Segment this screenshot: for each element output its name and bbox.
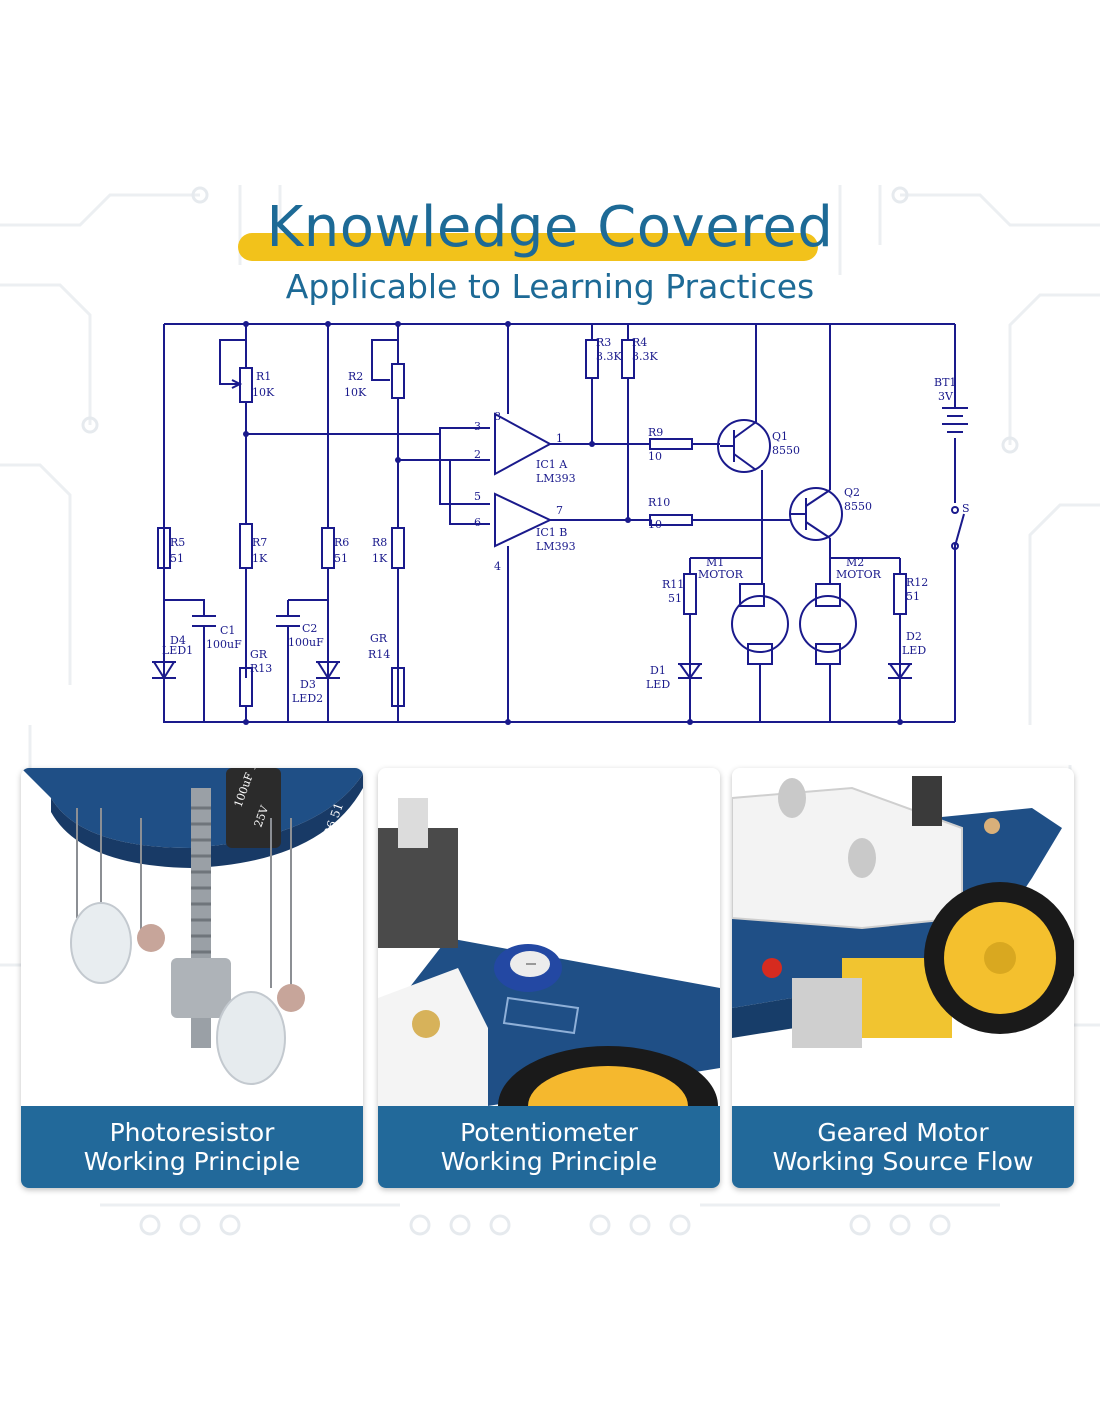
- page-subtitle: Applicable to Learning Practices: [285, 267, 815, 306]
- label-q2-value: 8550: [844, 500, 872, 513]
- label-d1-value: LED: [646, 678, 670, 691]
- label-m1-value: MOTOR: [698, 568, 744, 581]
- label-m1: M1: [706, 556, 724, 569]
- caption-potentiometer: Potentiometer Working Principle: [378, 1106, 720, 1188]
- caption-photoresistor: Photoresistor Working Principle: [21, 1106, 363, 1188]
- board-label-c2: C2: [301, 838, 320, 859]
- label-gr14: GR: [370, 632, 388, 645]
- label-r1-value: 10K: [252, 386, 275, 399]
- label-q1-value: 8550: [772, 444, 800, 457]
- label-c2-value: 100uF: [288, 636, 324, 649]
- label-ic1b-part: LM393: [536, 540, 576, 553]
- label-pin3: 3: [474, 420, 481, 433]
- caption-line1: Geared Motor: [817, 1118, 989, 1147]
- label-m2-value: MOTOR: [836, 568, 882, 581]
- label-r1: R1: [256, 370, 271, 383]
- caption-line2: Working Source Flow: [772, 1147, 1034, 1176]
- label-q2: Q2: [844, 486, 860, 499]
- label-r8-value: 1K: [372, 552, 388, 565]
- label-d4: D4: [170, 634, 186, 647]
- label-d3: D3: [300, 678, 316, 691]
- label-pin4: 4: [494, 560, 501, 573]
- card-photoresistor: 100uF 16V 25V C2 R6 51 Photoresistor Wor…: [21, 768, 363, 1188]
- caption-geared-motor: Geared Motor Working Source Flow: [732, 1106, 1074, 1188]
- photoresistor-photo: 100uF 16V 25V C2 R6 51: [21, 768, 363, 1106]
- label-r10: R10: [648, 496, 670, 509]
- label-ic1a: IC1 A: [536, 458, 568, 471]
- label-r2: R2: [348, 370, 363, 383]
- caption-line2: Working Principle: [440, 1147, 658, 1176]
- label-pin6: 6: [474, 516, 481, 529]
- label-c1: C1: [220, 624, 235, 637]
- label-d2: D2: [906, 630, 922, 643]
- label-pin5: 5: [474, 490, 481, 503]
- label-r9-value: 10: [648, 450, 662, 463]
- label-ic1a-part: LM393: [536, 472, 576, 485]
- label-r4: R4: [632, 336, 647, 349]
- caption-line1: Potentiometer: [460, 1118, 638, 1147]
- label-s1: S1: [962, 502, 970, 515]
- label-r12: R12: [906, 576, 928, 589]
- label-r9: R9: [648, 426, 663, 439]
- label-gr14-value: R14: [368, 648, 390, 661]
- title-highlight-bar: [238, 233, 818, 261]
- geared-motor-photo: [732, 768, 1074, 1106]
- label-r3-value: 3.3K: [596, 350, 622, 363]
- card-potentiometer: Potentiometer Working Principle: [378, 768, 720, 1188]
- label-bt1-value: 3V: [938, 390, 954, 403]
- label-d3-value: LED2: [292, 692, 323, 705]
- label-pin1: 1: [556, 432, 563, 445]
- label-r5-value: 51: [170, 552, 184, 565]
- circuit-schematic: R1 10K R2 10K R3 3.3K R4 3.3K R5 51 R6 5…: [152, 321, 970, 725]
- label-r4-value: 3.3K: [632, 350, 658, 363]
- label-r6-value: 51: [334, 552, 348, 565]
- label-r7-value: 1K: [252, 552, 268, 565]
- caption-line1: Photoresistor: [109, 1118, 275, 1147]
- label-pin7: 7: [556, 504, 563, 517]
- label-pin2: 2: [474, 448, 481, 461]
- label-ic1b: IC1 B: [536, 526, 567, 539]
- label-r5: R5: [170, 536, 185, 549]
- label-q1: Q1: [772, 430, 788, 443]
- header: Knowledge Covered Applicable to Learning…: [0, 195, 1100, 315]
- card-geared-motor: Geared Motor Working Source Flow: [732, 768, 1074, 1188]
- label-c1-value: 100uF: [206, 638, 242, 651]
- label-c2: C2: [302, 622, 317, 635]
- label-r6: R6: [334, 536, 349, 549]
- label-r3: R3: [596, 336, 611, 349]
- label-r7: R7: [252, 536, 267, 549]
- page-title: Knowledge Covered: [266, 195, 834, 260]
- label-r2-value: 10K: [344, 386, 367, 399]
- caption-line2: Working Principle: [83, 1147, 301, 1176]
- label-d2-value: LED: [902, 644, 926, 657]
- label-pin8: 8: [494, 410, 501, 423]
- label-m2: M2: [846, 556, 864, 569]
- label-d4-value: LED1: [162, 644, 193, 657]
- potentiometer-photo: [378, 768, 720, 1106]
- label-bt1: BT1: [934, 376, 956, 389]
- label-d1: D1: [650, 664, 666, 677]
- label-r11-value: 51: [668, 592, 682, 605]
- label-gr13: GR: [250, 648, 268, 661]
- label-r8: R8: [372, 536, 387, 549]
- label-r10-value: 10: [648, 518, 662, 531]
- label-gr13-value: R13: [250, 662, 272, 675]
- label-r11: R11: [662, 578, 684, 591]
- label-r12-value: 51: [906, 590, 920, 603]
